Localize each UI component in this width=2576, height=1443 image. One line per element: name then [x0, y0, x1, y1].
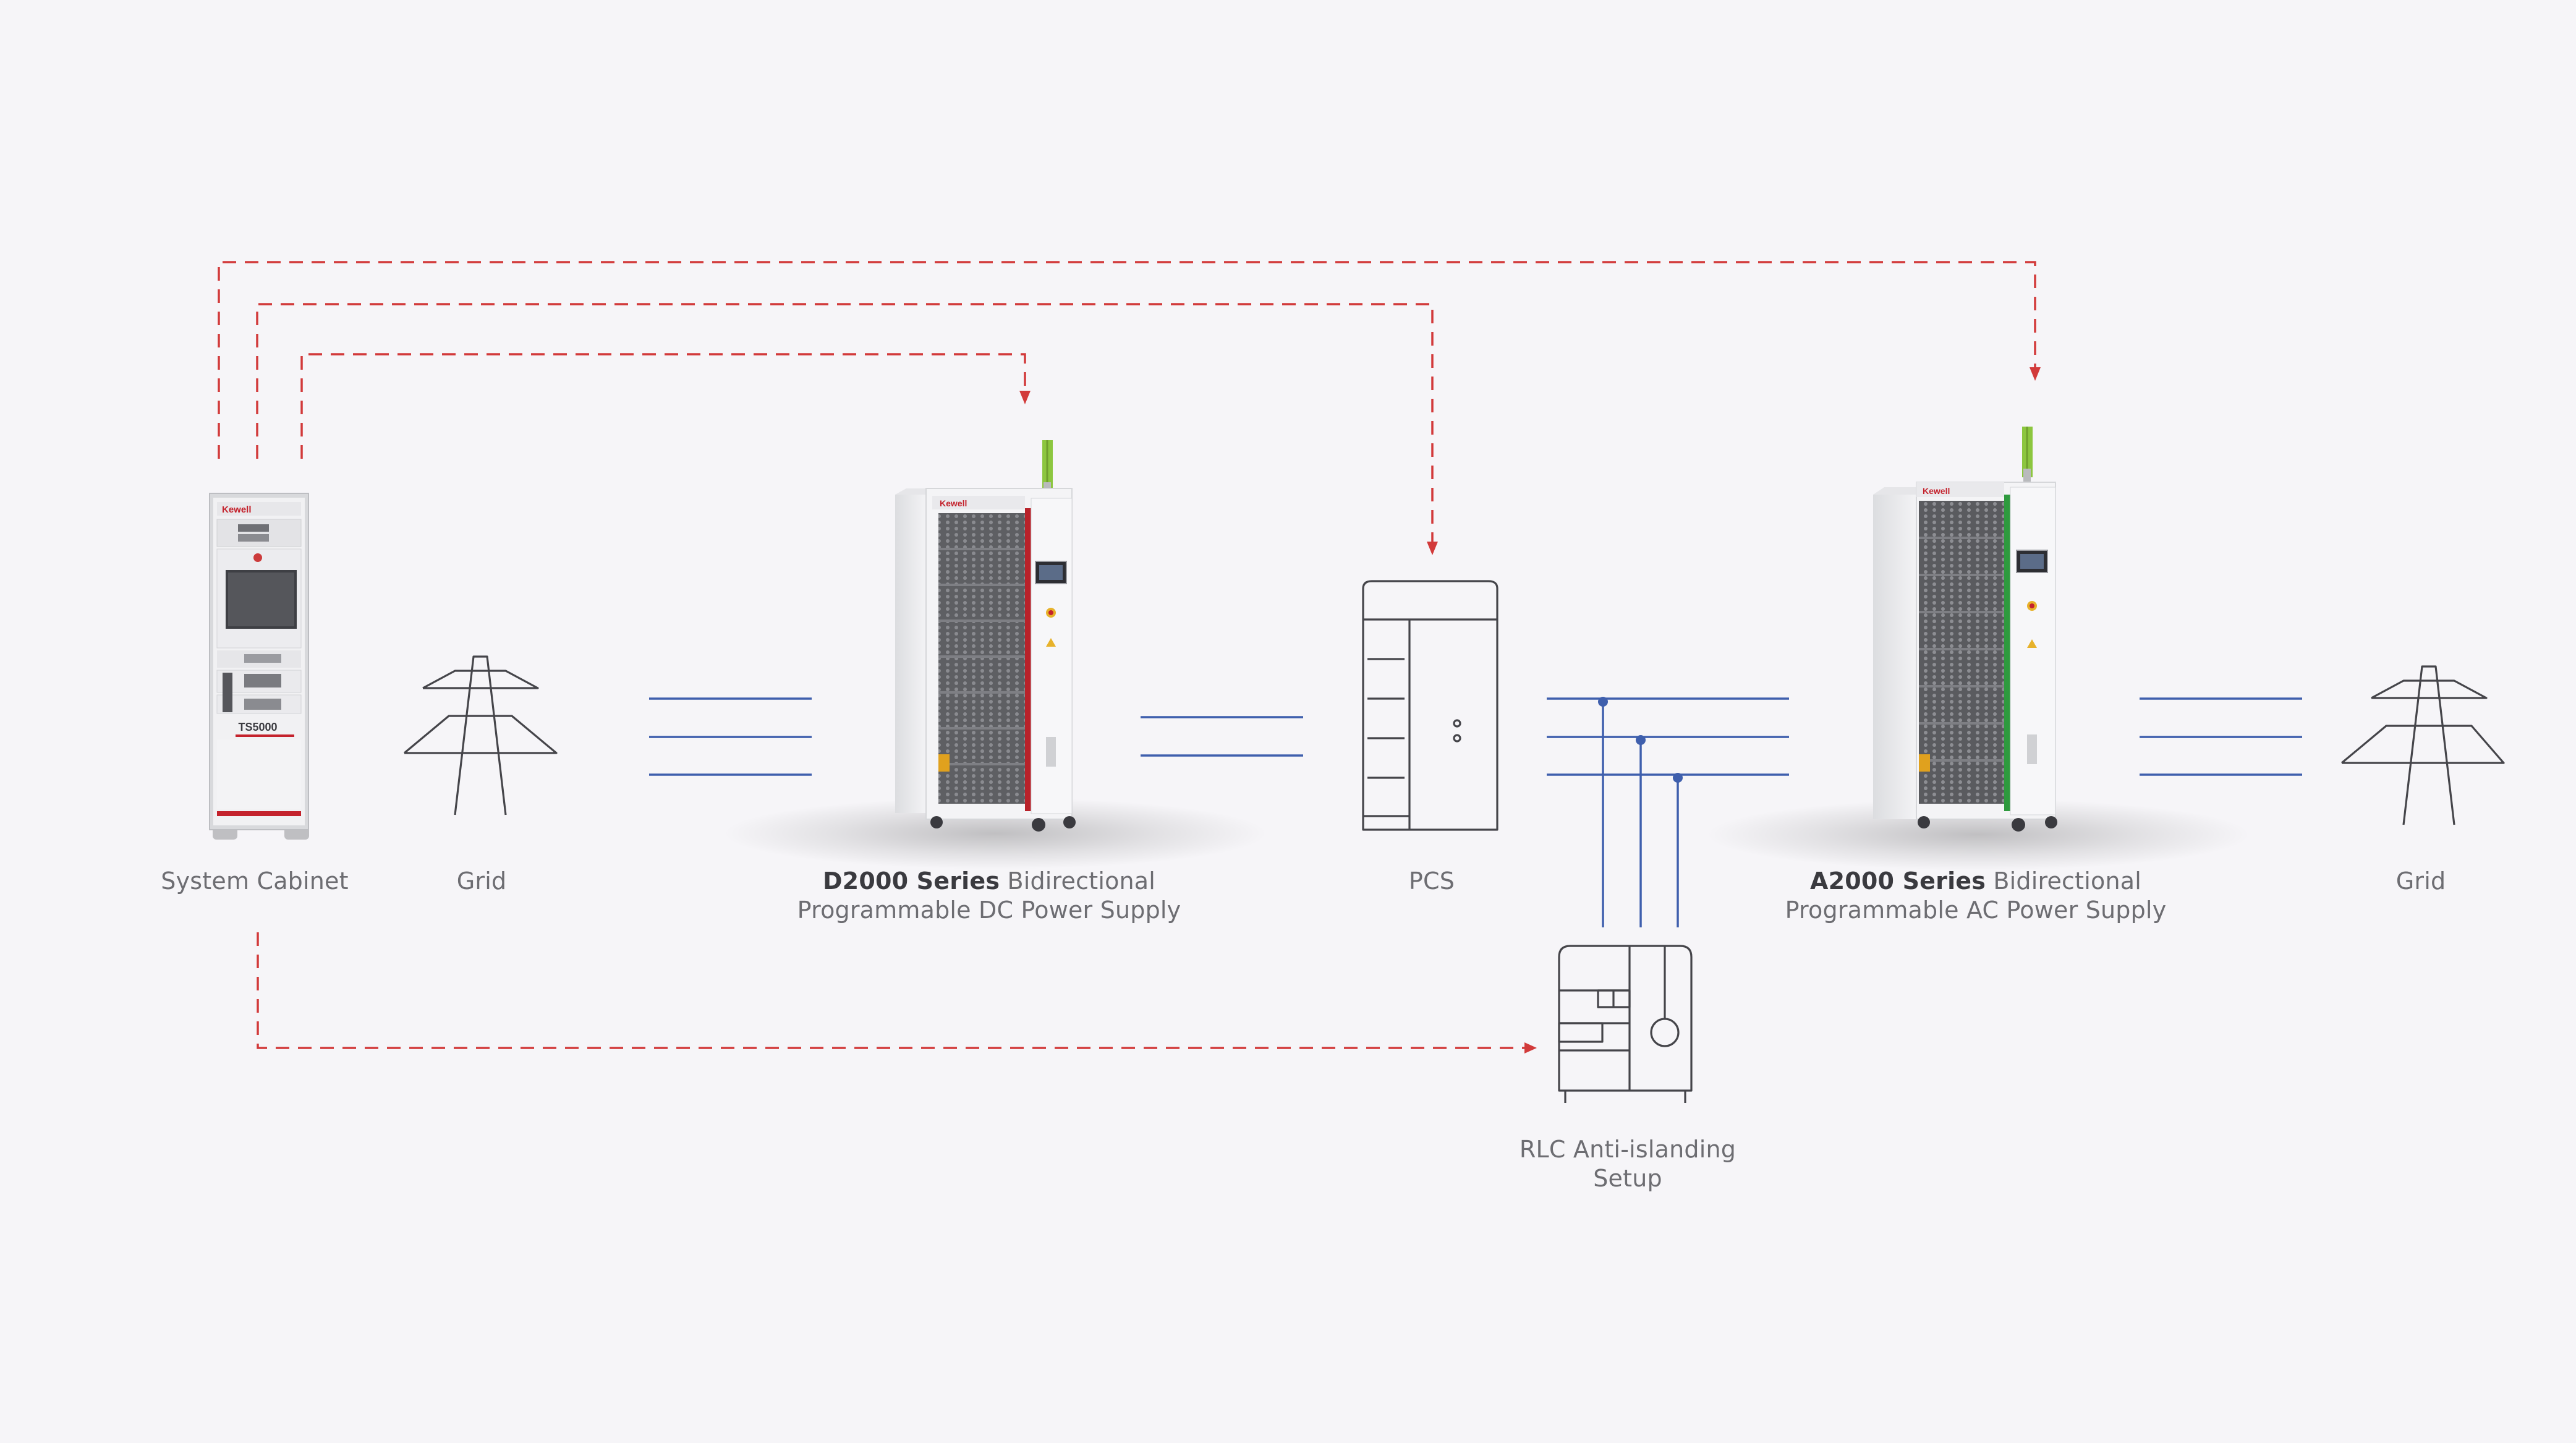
label-grid-right-text: Grid	[2395, 867, 2446, 895]
label-d2000-line1: D2000 Series Bidirectional	[797, 867, 1181, 896]
label-d2000-line2: Programmable DC Power Supply	[797, 896, 1181, 924]
a2000-brand: Kewell	[1923, 486, 1950, 496]
control-line-d2000	[300, 353, 1026, 459]
control-arrowheads	[1019, 367, 2041, 1054]
label-d2000-bold: D2000 Series	[822, 867, 1000, 895]
label-grid-left: Grid	[457, 867, 507, 896]
arrow-a2000	[2030, 367, 2041, 381]
junction-dots	[1598, 697, 1683, 783]
arrow-pcs	[1427, 542, 1438, 555]
label-system-cabinet-text: System Cabinet	[161, 867, 349, 895]
system-cabinet-image: Kewell TS5000	[209, 493, 309, 840]
arrow-rlc	[1524, 1042, 1537, 1054]
label-system-cabinet: System Cabinet	[161, 867, 348, 896]
power-lines	[649, 697, 2302, 927]
label-grid-left-text: Grid	[456, 867, 507, 895]
label-rlc-line2: Setup	[1593, 1165, 1662, 1192]
cabinet-brand: Kewell	[222, 504, 252, 515]
d2000-cabinet-image: Kewell	[723, 440, 1267, 869]
control-line-pcs	[256, 303, 1434, 544]
junction-dot	[1673, 773, 1683, 783]
label-d2000-rest: Bidirectional	[1000, 867, 1156, 895]
label-d2000: D2000 Series Bidirectional Programmable …	[797, 867, 1181, 925]
label-a2000-line1: A2000 Series Bidirectional	[1785, 867, 2167, 896]
label-rlc-line1: RLC Anti-islanding	[1519, 1136, 1736, 1163]
pcs-cabinet-icon	[1362, 580, 1498, 831]
label-a2000-line2: Programmable AC Power Supply	[1785, 896, 2167, 924]
grid-tower-left	[403, 655, 558, 815]
junction-dot	[1598, 697, 1608, 707]
label-grid-right: Grid	[2396, 867, 2446, 896]
label-a2000-bold: A2000 Series	[1810, 867, 1986, 895]
grid-tower-right	[2340, 665, 2505, 825]
control-line-rlc	[257, 932, 1527, 1049]
rlc-load-icon	[1558, 945, 1693, 1103]
a2000-cabinet-image: Kewell	[1706, 427, 2250, 870]
junction-dot	[1636, 735, 1646, 745]
control-lines	[218, 261, 2036, 1049]
cabinet-model: TS5000	[238, 721, 277, 733]
control-line-a2000	[218, 261, 2036, 459]
label-a2000: A2000 Series Bidirectional Programmable …	[1785, 867, 2167, 925]
label-rlc: RLC Anti-islanding Setup	[1520, 1135, 1736, 1193]
d2000-brand: Kewell	[940, 498, 967, 508]
label-pcs: PCS	[1409, 867, 1455, 896]
label-a2000-rest: Bidirectional	[1986, 867, 2141, 895]
arrow-d2000	[1019, 391, 1031, 404]
label-pcs-text: PCS	[1408, 867, 1455, 895]
